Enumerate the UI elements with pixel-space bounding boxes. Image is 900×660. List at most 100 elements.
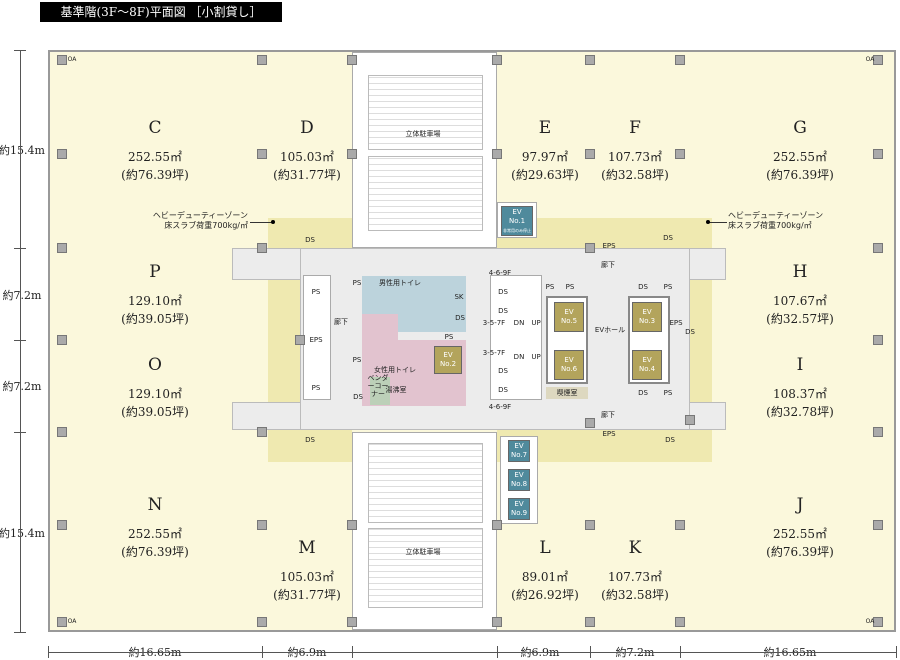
column <box>675 55 685 65</box>
note-line: ヘビーデューティーゾーン <box>728 211 824 220</box>
dim-left: 約7.2m <box>0 287 44 303</box>
unit-area: 97.97㎡ <box>521 150 569 164</box>
ev-no: No.5 <box>560 317 578 325</box>
unit-h[interactable]: H 107.67㎡ (約32.57坪) <box>740 262 860 328</box>
ev-label: EV <box>642 356 652 364</box>
stairs <box>490 275 542 400</box>
room-label: EVホール <box>594 326 626 334</box>
unit-name: F <box>629 118 641 138</box>
column <box>585 520 595 530</box>
unit-name: L <box>539 538 551 558</box>
room-label: PS <box>545 283 555 291</box>
column <box>57 617 67 627</box>
leader-dot <box>271 220 275 224</box>
unit-tsubo: (約76.39坪) <box>121 168 189 182</box>
column <box>675 520 685 530</box>
column <box>347 617 357 627</box>
room-label: PS <box>352 279 362 287</box>
unit-area: 105.03㎡ <box>280 150 334 164</box>
room-label: 廊下 <box>601 261 615 269</box>
room-label: UP <box>531 353 541 361</box>
column <box>873 243 883 253</box>
room-label: SK <box>454 293 464 301</box>
unit-name: G <box>793 118 807 138</box>
unit-area: 252.55㎡ <box>128 150 182 164</box>
unit-tsubo: (約76.39坪) <box>766 545 834 559</box>
oa-label: OA <box>67 56 77 63</box>
room-label: DS <box>638 389 648 397</box>
unit-name: M <box>298 538 316 558</box>
note-line: ヘビーデューティーゾーン <box>152 211 248 220</box>
column <box>685 415 695 425</box>
room-label: DS <box>305 436 315 444</box>
column <box>873 520 883 530</box>
column <box>492 617 502 627</box>
unit-tsubo: (約39.05坪) <box>121 312 189 326</box>
room-label: PS <box>311 288 321 296</box>
room-label: PS <box>311 384 321 392</box>
unit-name: H <box>792 262 808 282</box>
column <box>57 149 67 159</box>
room-label: DS <box>353 393 363 401</box>
room-label: DS <box>498 307 508 315</box>
column <box>57 427 67 437</box>
oa-label: OA <box>67 618 77 625</box>
parking-rack <box>368 156 483 231</box>
parking-rack <box>368 528 483 608</box>
ev-label: EV <box>514 500 524 508</box>
column <box>492 520 502 530</box>
room-label: 3-5-7F <box>482 349 506 357</box>
dim-left: 約7.2m <box>0 378 44 394</box>
column <box>347 149 357 159</box>
room-label: 男性用トイレ <box>379 279 421 287</box>
room-label: EPS <box>669 319 683 327</box>
unit-tsubo: (約32.57坪) <box>766 312 834 326</box>
ev-sub: 非常用のみ停止 <box>503 227 531 233</box>
column <box>873 55 883 65</box>
column <box>257 427 267 437</box>
room-label: DS <box>663 234 673 242</box>
room-label: DS <box>498 367 508 375</box>
leader-line <box>250 222 272 223</box>
ev-no: No.1 <box>508 216 526 225</box>
column <box>585 617 595 627</box>
room-label: DS <box>498 288 508 296</box>
room-label: DN <box>513 319 525 327</box>
column <box>257 149 267 159</box>
parking-rack <box>368 75 483 150</box>
unit-tsubo: (約76.39坪) <box>766 168 834 182</box>
column <box>873 149 883 159</box>
unit-area: 107.67㎡ <box>773 294 827 308</box>
room-label: PS <box>565 283 575 291</box>
unit-area: 252.55㎡ <box>128 527 182 541</box>
ev-label: EV <box>514 442 524 450</box>
unit-area: 252.55㎡ <box>773 527 827 541</box>
shaft-block <box>303 275 331 400</box>
unit-name: I <box>796 355 804 375</box>
column <box>57 243 67 253</box>
column <box>585 243 595 253</box>
leader-line <box>709 222 727 223</box>
dim-left: 約15.4m <box>0 525 47 541</box>
column <box>585 149 595 159</box>
room-label: ベンダーコーナー <box>367 374 389 398</box>
unit-area: 105.03㎡ <box>280 570 334 584</box>
room-label: DS <box>665 436 675 444</box>
